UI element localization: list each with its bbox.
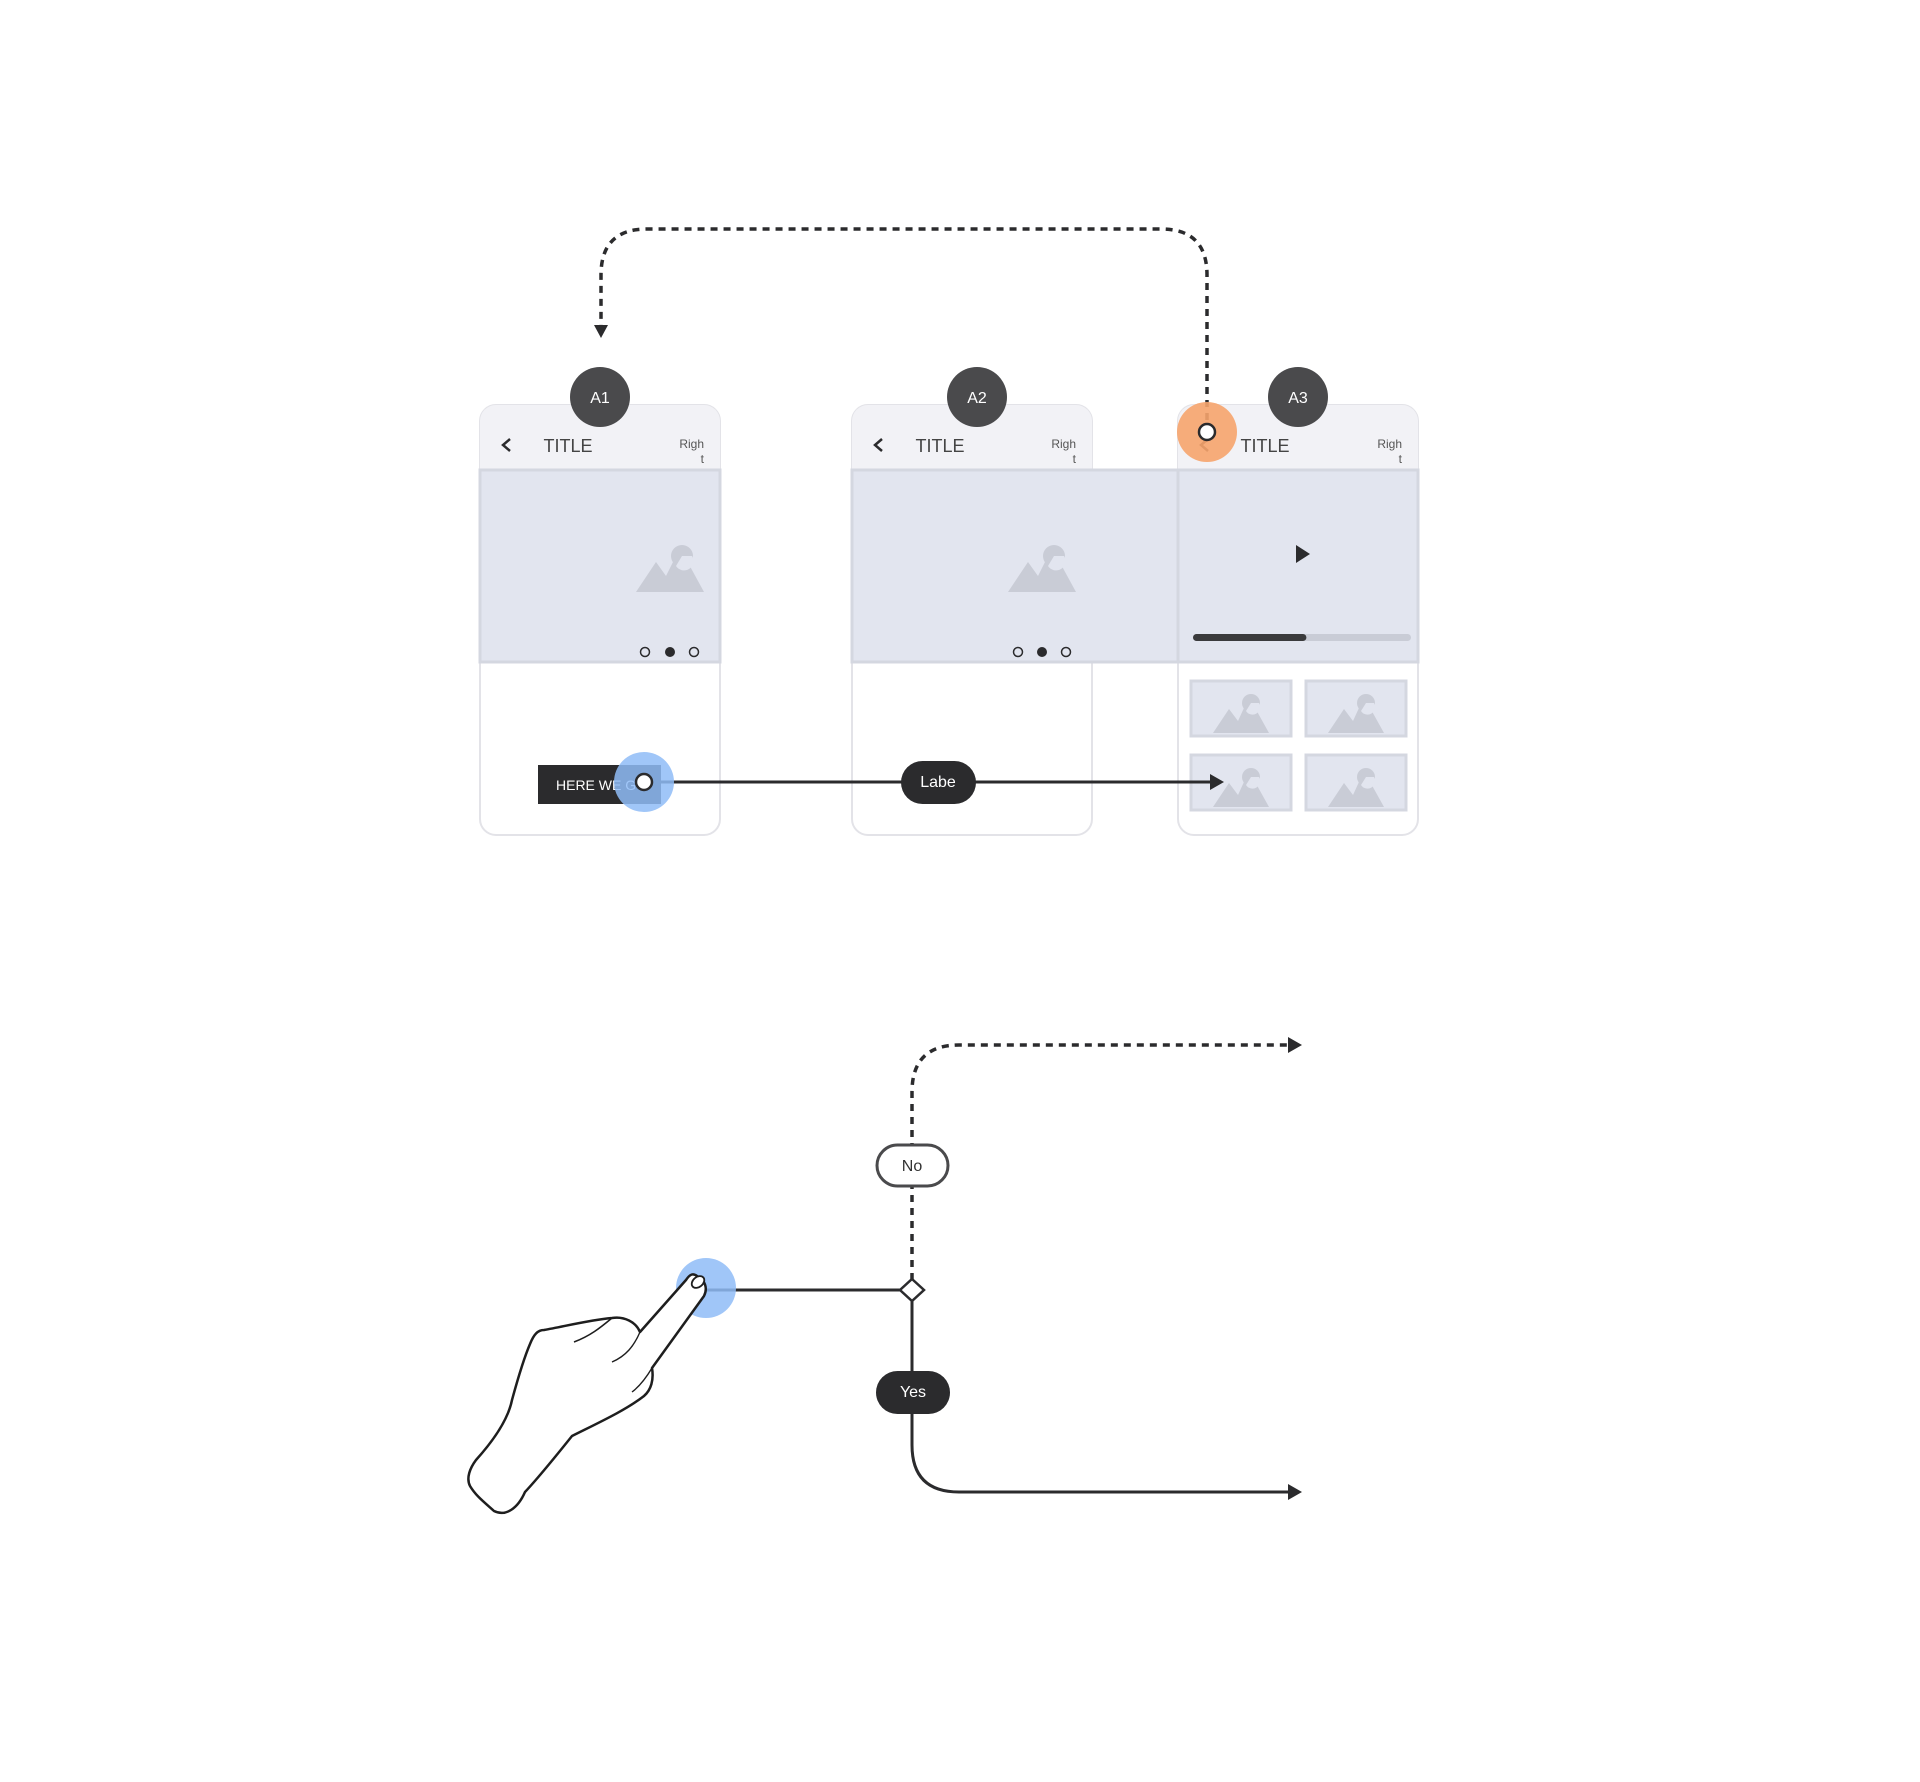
carousel-dots[interactable] bbox=[1012, 646, 1072, 658]
svg-text:A1: A1 bbox=[590, 390, 610, 407]
right-nav-label-wrap: t bbox=[1073, 452, 1077, 466]
svg-text:Yes: Yes bbox=[900, 1384, 926, 1401]
video-progress-fill bbox=[1193, 634, 1307, 641]
connector-label: Labe bbox=[901, 761, 976, 804]
play-icon[interactable] bbox=[1296, 545, 1310, 563]
screen-badge-a3: A3 bbox=[1268, 367, 1328, 427]
right-nav-label[interactable]: Righ bbox=[679, 437, 704, 451]
carousel-dots[interactable] bbox=[639, 646, 700, 658]
screen-a3: TITLE Righ t bbox=[1176, 404, 1420, 836]
arrowhead bbox=[1288, 1484, 1302, 1500]
decision-yes-label: Yes bbox=[876, 1371, 950, 1414]
hand-pointer-icon bbox=[467, 1273, 707, 1515]
right-nav-label[interactable]: Righ bbox=[1051, 437, 1076, 451]
no-branch-connector bbox=[910, 1043, 1288, 1280]
svg-text:No: No bbox=[902, 1158, 923, 1175]
screen-a2: TITLE Righ t bbox=[850, 404, 1186, 836]
svg-text:A2: A2 bbox=[967, 390, 987, 407]
screen-title: TITLE bbox=[915, 436, 964, 456]
decision-node bbox=[898, 1277, 926, 1303]
screen-badge-a1: A1 bbox=[570, 367, 630, 427]
thumbnail-grid bbox=[1189, 679, 1408, 812]
right-nav-label[interactable]: Righ bbox=[1377, 437, 1402, 451]
right-nav-label-wrap: t bbox=[701, 452, 705, 466]
screen-badge-a2: A2 bbox=[947, 367, 1007, 427]
arrowhead bbox=[1288, 1037, 1302, 1053]
thumbnail[interactable] bbox=[1304, 679, 1408, 738]
back-link-connector bbox=[599, 227, 1209, 420]
thumbnail[interactable] bbox=[1304, 753, 1408, 812]
chevron-left-icon[interactable] bbox=[501, 438, 511, 452]
screen-title: TITLE bbox=[543, 436, 592, 456]
thumbnail[interactable] bbox=[1189, 679, 1293, 738]
yes-branch-connector bbox=[910, 1300, 1288, 1494]
svg-text:Labe: Labe bbox=[920, 774, 956, 791]
arrowhead bbox=[1210, 774, 1224, 790]
hotspot-orange[interactable] bbox=[1177, 402, 1237, 462]
right-nav-label-wrap: t bbox=[1399, 452, 1403, 466]
arrowhead bbox=[594, 325, 608, 338]
svg-text:A3: A3 bbox=[1288, 390, 1308, 407]
hotspot-blue[interactable] bbox=[614, 752, 674, 812]
screen-title: TITLE bbox=[1240, 436, 1289, 456]
chevron-left-icon[interactable] bbox=[873, 438, 883, 452]
decision-no-label: No bbox=[875, 1143, 950, 1188]
screen-a1: TITLE Righ t HERE WE GO bbox=[478, 404, 722, 836]
